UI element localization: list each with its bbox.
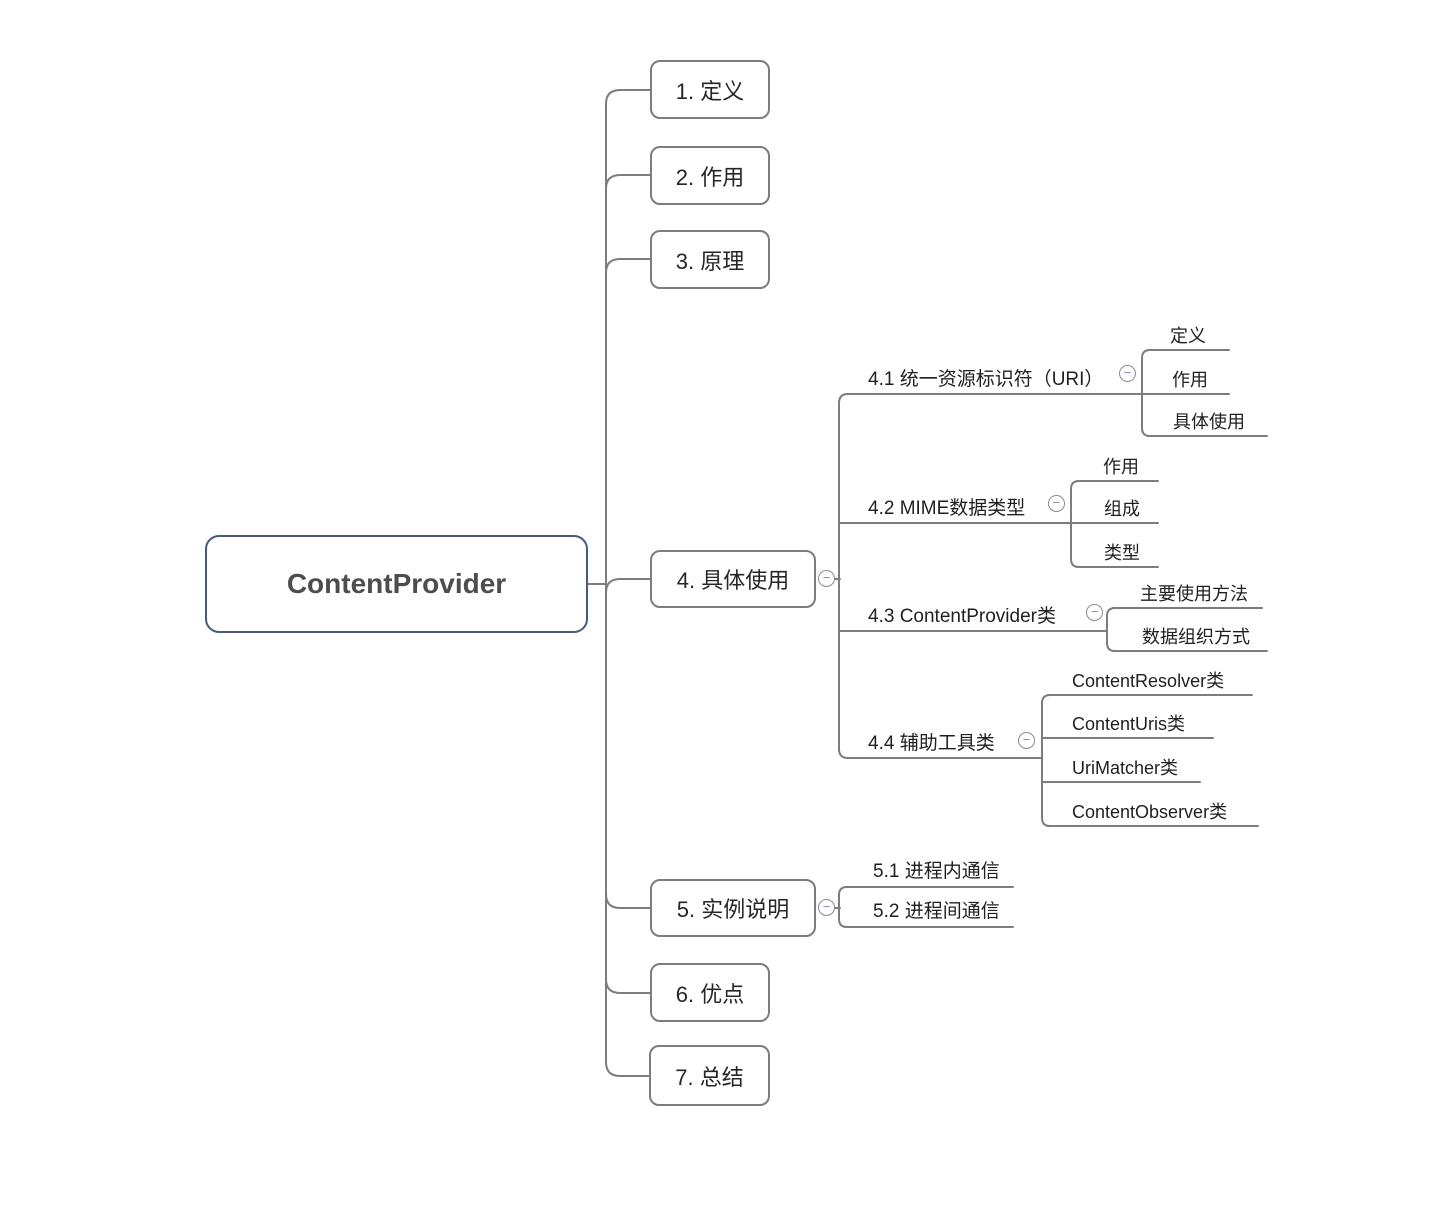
subtopic-4-3[interactable]: 4.3 ContentProvider类 [868,606,1056,627]
minus-icon: − [1052,495,1061,510]
branch-curve-3 [605,258,651,274]
main-topic-1-label: 1. 定义 [675,78,745,104]
main-topic-2[interactable]: 2. 作用 [650,146,770,205]
minus-icon: − [822,899,831,914]
main-topic-6-label: 6. 优点 [675,981,745,1007]
root-topic[interactable]: ContentProvider [205,535,588,633]
branch-curve-2 [605,174,651,190]
leaf-4-2-2[interactable]: 组成 [1104,499,1140,519]
main-topic-3-label: 3. 原理 [675,248,745,274]
leaf-4-2-3[interactable]: 类型 [1104,543,1140,563]
minus-icon: − [1022,732,1031,747]
root-topic-label: ContentProvider [286,568,507,599]
main-topic-3[interactable]: 3. 原理 [650,230,770,289]
branch-curve-5 [605,893,651,909]
main-topic-5[interactable]: 5. 实例说明 [650,879,816,937]
leaf-4-4-4[interactable]: ContentObserver类 [1072,802,1228,822]
collapse-button-topic-4-4[interactable]: − [1018,732,1035,749]
branch-curve-7 [605,1061,650,1077]
main-topic-6[interactable]: 6. 优点 [650,963,770,1022]
leaf-4-2-1[interactable]: 作用 [1103,457,1139,477]
bracket-4-3 [1106,607,1116,652]
collapse-button-topic-4-1[interactable]: − [1119,365,1136,382]
leaf-4-1-3[interactable]: 具体使用 [1173,412,1245,432]
minus-icon: − [1090,604,1099,619]
collapse-button-topic-4[interactable]: − [818,570,835,587]
branch-curve-6 [605,978,651,994]
minus-icon: − [1123,365,1132,380]
branch-connectors [586,89,1268,1077]
main-topic-7[interactable]: 7. 总结 [649,1045,770,1106]
subtopic-4-1[interactable]: 4.1 统一资源标识符（URI） [868,369,1104,390]
main-topic-5-label: 5. 实例说明 [676,897,790,922]
leaf-4-1-2[interactable]: 作用 [1172,370,1208,390]
subtopic-5-1[interactable]: 5.1 进程内通信 [873,861,1000,882]
main-topic-1[interactable]: 1. 定义 [650,60,770,119]
main-topic-4[interactable]: 4. 具体使用 [650,550,816,608]
bracket-4-4 [1041,694,1051,827]
minus-icon: − [822,570,831,585]
main-topic-2-label: 2. 作用 [675,164,745,190]
bracket-5 [838,886,848,928]
leaf-4-4-2[interactable]: ContentUris类 [1072,714,1186,734]
collapse-button-topic-4-3[interactable]: − [1086,604,1103,621]
topic4-trunk [838,393,849,759]
main-topic-4-label: 4. 具体使用 [676,568,790,593]
leaf-4-1-1[interactable]: 定义 [1170,326,1206,346]
bracket-4-1 [1141,349,1151,437]
leaf-4-3-2[interactable]: 数据组织方式 [1142,627,1250,647]
subtopic-4-4[interactable]: 4.4 辅助工具类 [868,733,995,754]
subtopic-5-2[interactable]: 5.2 进程间通信 [873,901,1000,922]
branch-curve-4 [605,578,651,594]
branch-curve-1 [605,89,651,105]
bracket-4-2 [1070,480,1080,568]
collapse-button-topic-4-2[interactable]: − [1048,495,1065,512]
collapse-button-topic-5[interactable]: − [818,899,835,916]
leaf-4-3-1[interactable]: 主要使用方法 [1140,584,1248,604]
subtopic-4-2[interactable]: 4.2 MIME数据类型 [868,498,1026,519]
main-topic-7-label: 7. 总结 [675,1064,744,1090]
leaf-4-4-1[interactable]: ContentResolver类 [1072,671,1225,691]
leaf-4-4-3[interactable]: UriMatcher类 [1072,758,1179,778]
